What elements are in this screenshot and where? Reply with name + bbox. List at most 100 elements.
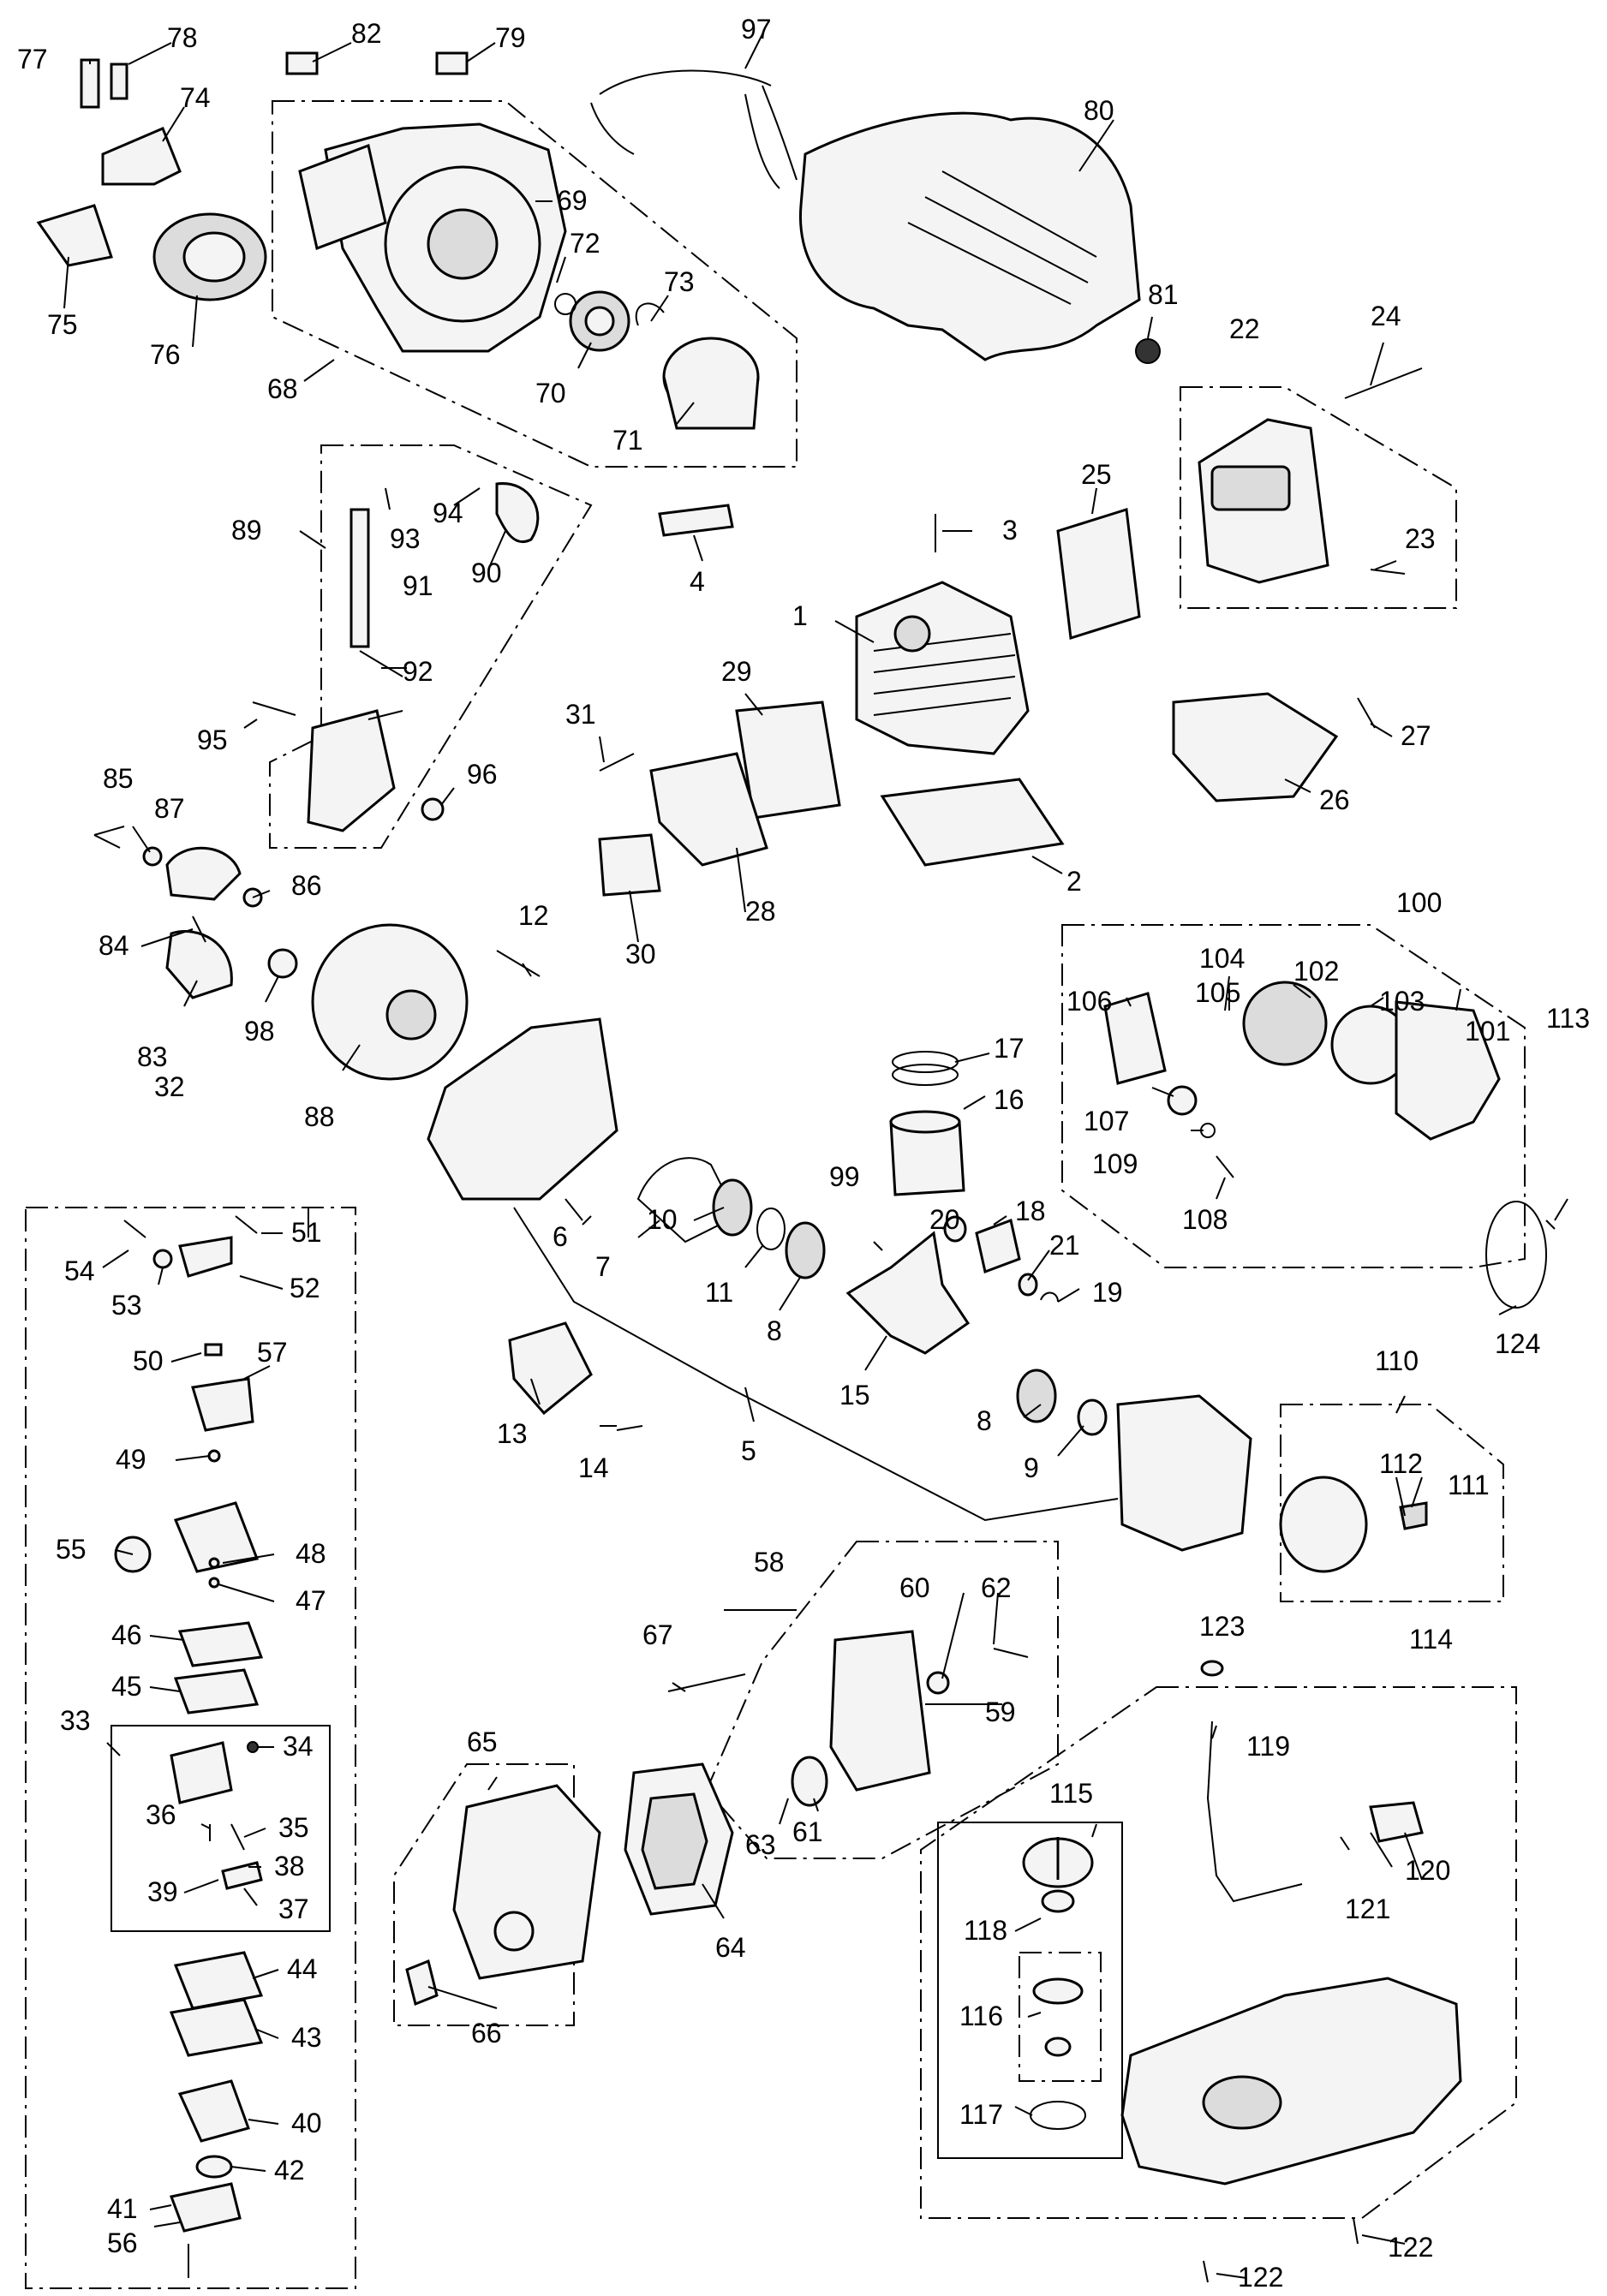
part-label-4: 4 (690, 566, 705, 597)
part-label-97: 97 (741, 14, 772, 45)
part-label-104: 104 (1199, 943, 1245, 974)
part-label-110: 110 (1375, 1345, 1419, 1376)
part-label-25: 25 (1081, 459, 1112, 490)
part-label-92: 92 (403, 656, 433, 687)
part-label-83: 83 (137, 1041, 168, 1072)
part-label-41: 41 (107, 2193, 138, 2224)
part-label-13: 13 (497, 1418, 528, 1449)
part-label-74: 74 (180, 82, 211, 113)
part-label-75: 75 (47, 309, 78, 340)
part-label-115: 115 (1049, 1778, 1093, 1809)
part-label-44: 44 (287, 1953, 318, 1984)
part-label-8b: 8 (977, 1405, 992, 1436)
part-label-42: 42 (274, 2155, 305, 2186)
leader-lines (63, 33, 1568, 2279)
part-label-100: 100 (1396, 887, 1442, 918)
part-number-labels: 1 2 3 4 5 6 7 8 8 9 10 11 12 13 14 15 16… (17, 14, 1590, 2293)
part-label-38: 38 (274, 1851, 305, 1882)
part-label-107: 107 (1084, 1106, 1129, 1136)
part-label-59: 59 (985, 1697, 1016, 1727)
part-label-123: 123 (1199, 1611, 1245, 1642)
part-label-5: 5 (741, 1435, 756, 1466)
parts (36, 51, 1556, 2283)
part-label-9: 9 (1024, 1452, 1039, 1483)
part-label-57: 57 (257, 1337, 288, 1368)
part-label-69: 69 (557, 185, 588, 216)
part-label-34: 34 (283, 1731, 314, 1762)
part-label-29: 29 (721, 656, 752, 687)
part-label-95: 95 (197, 725, 228, 755)
part-label-111: 111 (1448, 1470, 1490, 1500)
part-label-90: 90 (471, 558, 502, 588)
part-label-16: 16 (994, 1084, 1025, 1115)
part-label-114: 114 (1409, 1624, 1453, 1655)
part-label-60: 60 (899, 1572, 930, 1603)
part-label-87: 87 (154, 793, 185, 824)
part-label-46: 46 (111, 1619, 142, 1650)
part-label-99: 99 (829, 1161, 860, 1192)
part-label-122a: 122 (1388, 2232, 1433, 2263)
part-label-49: 49 (116, 1444, 146, 1475)
part-label-113: 113 (1546, 1003, 1590, 1034)
part-label-52: 52 (290, 1273, 320, 1303)
part-label-67: 67 (642, 1619, 673, 1650)
part-label-47: 47 (296, 1585, 326, 1616)
part-label-48: 48 (296, 1538, 326, 1569)
part-label-91: 91 (403, 570, 433, 601)
part-label-2: 2 (1066, 866, 1082, 897)
part-label-61: 61 (792, 1816, 823, 1847)
part-label-27: 27 (1401, 720, 1431, 751)
part-label-58: 58 (754, 1547, 785, 1577)
part-label-28: 28 (745, 896, 776, 927)
part-label-89: 89 (231, 515, 262, 546)
part-label-64: 64 (715, 1932, 746, 1963)
part-label-76: 76 (150, 339, 181, 370)
part-label-24: 24 (1371, 301, 1401, 331)
part-label-98: 98 (244, 1016, 275, 1047)
part-label-101: 101 (1465, 1016, 1510, 1047)
part-label-54: 54 (64, 1255, 95, 1286)
part-label-22: 22 (1229, 313, 1260, 344)
part-label-84: 84 (99, 930, 129, 961)
part-label-43: 43 (291, 2022, 322, 2053)
part-label-124: 124 (1495, 1328, 1540, 1359)
part-label-62: 62 (981, 1572, 1012, 1603)
part-label-39: 39 (147, 1876, 178, 1907)
part-label-50: 50 (133, 1345, 164, 1376)
part-label-19: 19 (1092, 1277, 1123, 1308)
part-label-86: 86 (291, 870, 322, 901)
part-label-82: 82 (351, 18, 382, 49)
part-label-21: 21 (1049, 1230, 1080, 1261)
part-label-18: 18 (1015, 1196, 1046, 1226)
part-label-65: 65 (467, 1726, 498, 1757)
part-label-112: 112 (1379, 1448, 1423, 1479)
part-label-56: 56 (107, 2227, 138, 2258)
part-label-35: 35 (278, 1812, 309, 1843)
part-label-117: 117 (959, 2099, 1003, 2130)
part-label-66: 66 (471, 2018, 502, 2049)
part-label-8a: 8 (767, 1315, 782, 1346)
part-label-51: 51 (291, 1217, 322, 1248)
part-label-72: 72 (570, 228, 600, 259)
part-label-94: 94 (433, 498, 463, 528)
part-label-36: 36 (146, 1799, 176, 1830)
part-label-45: 45 (111, 1671, 142, 1702)
part-label-116: 116 (959, 2001, 1003, 2031)
part-label-105: 105 (1195, 977, 1240, 1008)
part-label-33: 33 (60, 1705, 91, 1736)
part-label-93: 93 (390, 523, 421, 554)
part-label-40: 40 (291, 2108, 322, 2138)
part-label-30: 30 (625, 939, 656, 969)
part-label-122b: 122 (1238, 2262, 1283, 2293)
part-label-15: 15 (839, 1380, 870, 1410)
part-label-63: 63 (745, 1829, 776, 1860)
part-label-71: 71 (612, 425, 643, 456)
part-label-6: 6 (553, 1221, 568, 1252)
part-label-1: 1 (792, 600, 808, 631)
part-label-37: 37 (278, 1893, 309, 1924)
part-label-53: 53 (111, 1290, 142, 1321)
part-label-118: 118 (964, 1915, 1007, 1946)
part-label-120: 120 (1405, 1855, 1450, 1886)
part-label-68: 68 (267, 373, 298, 404)
